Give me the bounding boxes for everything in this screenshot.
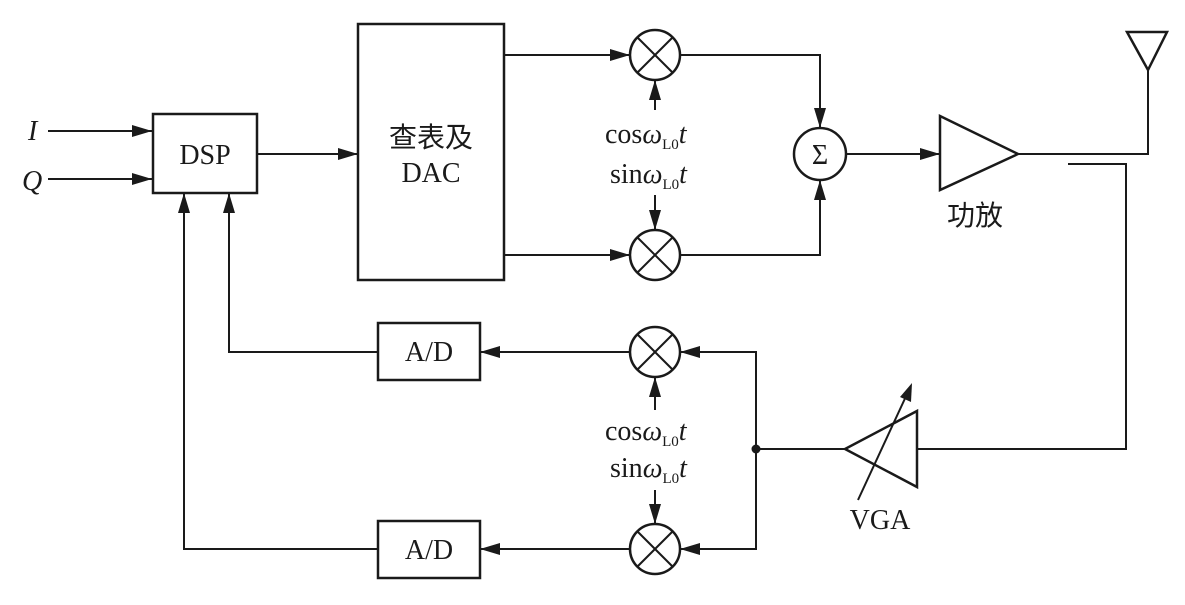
- lut-dac-label-line1: 查表及: [389, 121, 473, 154]
- antenna-icon: [1124, 30, 1170, 73]
- input-q-label: Q: [22, 166, 42, 197]
- rx-lo-sin-func: sin: [610, 453, 643, 484]
- tx-lo-sin-sub: L0: [662, 177, 679, 193]
- rx-mixer-cos: [628, 325, 682, 379]
- tx-lo-sin-label: sinωL0t: [610, 159, 688, 193]
- input-i: I: [27, 116, 152, 147]
- tx-lo-sin-t: t: [679, 159, 688, 190]
- rx-lo-sin-label: sinωL0t: [610, 453, 688, 487]
- tx-lo-sin-omega: ω: [643, 159, 663, 190]
- adc-bottom-label: A/D: [405, 535, 453, 566]
- tx-lo-cos-label: cosωL0t: [605, 119, 688, 153]
- input-q: Q: [22, 166, 152, 197]
- rx-mixer-sin: [628, 522, 682, 576]
- tx-mixer-sin: [628, 228, 682, 282]
- tx-mixer-cos: [628, 28, 682, 82]
- coupler-feedback-line: [917, 163, 1127, 450]
- vga-label: VGA: [850, 505, 911, 536]
- power-amplifier-block: [938, 114, 1021, 192]
- tx-lo-cos-func: cos: [605, 119, 642, 150]
- tx-lo-cos-t: t: [679, 119, 688, 150]
- adc-top-label: A/D: [405, 337, 453, 368]
- lut-dac-block: [356, 22, 506, 282]
- rx-lo-sin-omega: ω: [643, 453, 663, 484]
- tx-lo-cos-omega: ω: [642, 119, 662, 150]
- tx-lo-cos-sub: L0: [662, 137, 679, 153]
- power-amplifier-label: 功放: [947, 199, 1003, 232]
- adc-top-block: [376, 321, 482, 382]
- rx-lo-cos-func: cos: [605, 416, 642, 447]
- rx-lo-cos-t: t: [679, 416, 688, 447]
- rx-lo-cos-sub: L0: [662, 434, 679, 450]
- dsp-label: DSP: [179, 140, 230, 171]
- adc-bottom-block: [376, 519, 482, 580]
- summer-label: Σ: [812, 140, 828, 171]
- tx-lo-sin-func: sin: [610, 159, 643, 190]
- input-i-label: I: [27, 116, 39, 147]
- rx-lo-cos-omega: ω: [642, 416, 662, 447]
- rx-lo-sin-t: t: [679, 453, 688, 484]
- lut-dac-label-line2: DAC: [401, 158, 460, 189]
- rx-lo-cos-label: cosωL0t: [605, 416, 688, 450]
- rx-lo-sin-sub: L0: [662, 471, 679, 487]
